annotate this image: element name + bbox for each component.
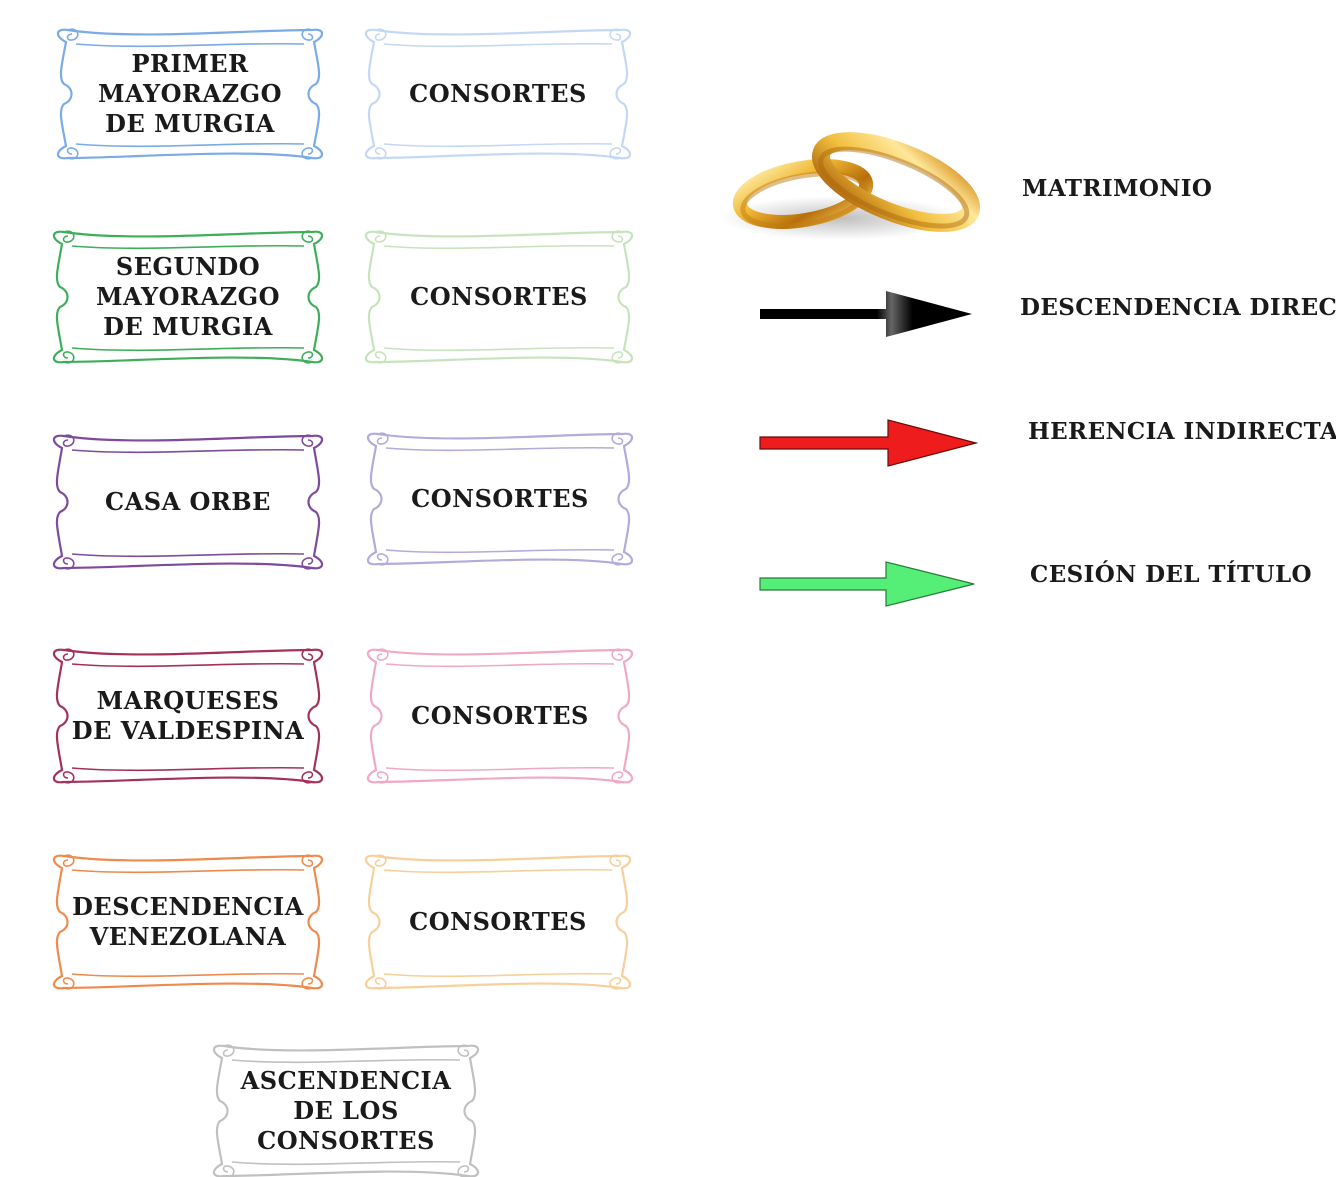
- house-label-2: SEGUNDO MAYORAZGO DE MURGIA: [95, 252, 281, 341]
- scroll-frame-house-2: SEGUNDO MAYORAZGO DE MURGIA: [42, 226, 334, 368]
- scroll-frame-consort-1: CONSORTES: [354, 24, 642, 164]
- scroll-border: [364, 230, 634, 364]
- scroll-border: [52, 854, 324, 990]
- scroll-border: [52, 230, 324, 364]
- consort-label-4: CONSORTES: [411, 701, 589, 730]
- wedding-rings-icon: [718, 120, 984, 246]
- consort-label-5: CONSORTES: [409, 907, 587, 936]
- scroll-border: [212, 1044, 480, 1177]
- legend-label-direct: DESCENDENCIA DIRECTA: [1020, 294, 1336, 321]
- scroll-border: [56, 28, 324, 160]
- scroll-frame-house-5: DESCENDENCIA VENEZOLANA: [42, 850, 334, 994]
- scroll-border: [364, 28, 632, 160]
- scroll-frame-consort-4: CONSORTES: [356, 644, 644, 788]
- house-label-1: PRIMER MAYORAZGO DE MURGIA: [97, 49, 283, 138]
- scroll-border: [364, 854, 632, 990]
- scroll-frame-consort-2: CONSORTES: [354, 226, 644, 368]
- house-label-3: CASA ORBE: [105, 487, 271, 516]
- scroll-frame-house-1: PRIMER MAYORAZGO DE MURGIA: [46, 24, 334, 164]
- scroll-border: [52, 434, 324, 570]
- legend-label-marriage: MATRIMONIO: [1022, 175, 1213, 202]
- consort-label-2: CONSORTES: [410, 282, 588, 311]
- scroll-frame-house-4: MARQUESES DE VALDESPINA: [42, 644, 334, 788]
- scroll-border: [366, 432, 634, 566]
- scroll-frame-house-3: CASA ORBE: [42, 430, 334, 574]
- ancestry-label: ASCENDENCIA DE LOS CONSORTES: [240, 1066, 452, 1155]
- house-label-4: MARQUESES DE VALDESPINA: [71, 686, 305, 745]
- scroll-border: [366, 648, 634, 784]
- house-label-5: DESCENDENCIA VENEZOLANA: [72, 892, 304, 951]
- black-arrow-icon: [758, 290, 974, 338]
- scroll-frame-consort-3: CONSORTES: [356, 428, 644, 570]
- red-arrow-icon: [758, 418, 979, 468]
- consort-label-3: CONSORTES: [411, 484, 589, 513]
- legend-label-indirect: HERENCIA INDIRECTA: [1028, 418, 1336, 445]
- scroll-frame-ancestry: ASCENDENCIA DE LOS CONSORTES: [202, 1040, 490, 1177]
- green-arrow-icon: [758, 560, 976, 608]
- scroll-border: [52, 648, 324, 784]
- legend-label-cession: CESIÓN DEL TÍTULO: [1030, 561, 1312, 588]
- scroll-frame-consort-5: CONSORTES: [354, 850, 642, 994]
- consort-label-1: CONSORTES: [409, 79, 587, 108]
